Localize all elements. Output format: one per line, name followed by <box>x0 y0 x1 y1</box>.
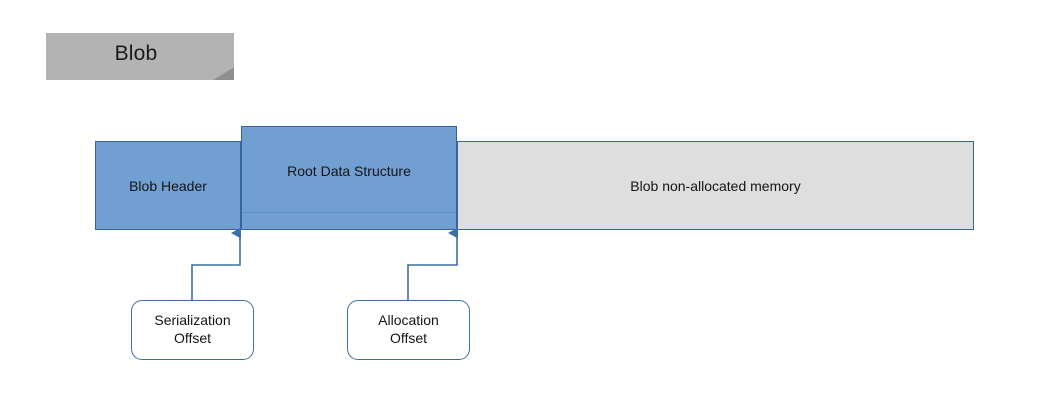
root-data-structure-divider <box>242 212 456 213</box>
blob-note: Blob <box>46 33 234 80</box>
callout-allocation-offset-line1: Allocation <box>378 312 439 329</box>
segment-blob-non-allocated-memory: Blob non-allocated memory <box>457 141 974 230</box>
blob-note-shape <box>46 33 234 80</box>
segment-root-data-structure-label: Root Data Structure <box>287 163 411 179</box>
connector-allocation-offset <box>407 227 458 300</box>
segment-blob-header-label: Blob Header <box>129 177 207 194</box>
callout-allocation-offset-line2: Offset <box>389 330 428 346</box>
callout-serialization-offset-line1: Serialization <box>154 312 231 329</box>
segment-blob-header: Blob Header <box>95 141 241 230</box>
segment-root-data-structure: Root Data Structure <box>241 126 457 230</box>
callout-serialization-offset-line2: Offset <box>173 330 212 346</box>
connector-serialization-offset <box>191 227 241 300</box>
callout-serialization-offset: Serialization Offset <box>131 300 254 360</box>
segment-non-allocated-label: Blob non-allocated memory <box>630 177 801 194</box>
blob-note-label: Blob <box>114 42 158 65</box>
callout-allocation-offset: Allocation Offset <box>347 300 470 360</box>
